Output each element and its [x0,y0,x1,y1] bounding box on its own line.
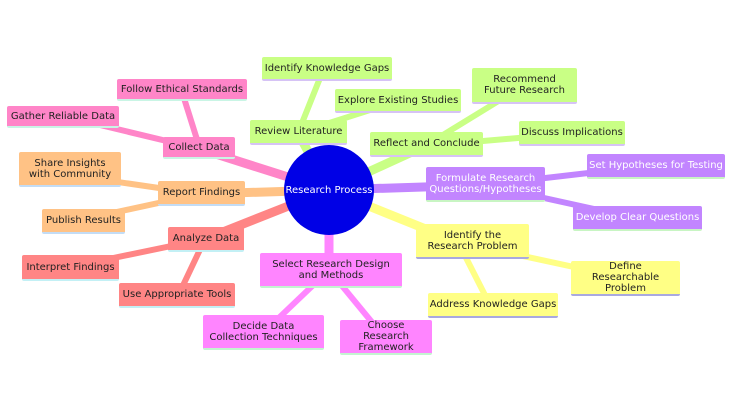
node-collect-data[interactable]: Collect Data [163,137,235,159]
node-identify-knowledge-gaps[interactable]: Identify Knowledge Gaps [262,57,392,81]
node-set-hypotheses[interactable]: Set Hypotheses for Testing [587,154,725,179]
node-choose-research-framework[interactable]: Choose Research Framework [340,320,432,355]
node-label: Share Insights with Community [28,157,112,180]
node-use-appropriate-tools[interactable]: Use Appropriate Tools [119,283,235,308]
node-label: Use Appropriate Tools [122,289,232,300]
node-label: Report Findings [162,187,241,198]
node-follow-ethical-standards[interactable]: Follow Ethical Standards [117,79,247,101]
node-label: Explore Existing Studies [337,94,459,106]
node-label: Interpret Findings [26,261,115,273]
node-formulate-research-questions[interactable]: Formulate Research Questions/Hypotheses [426,167,545,202]
node-address-knowledge-gaps[interactable]: Address Knowledge Gaps [428,293,558,318]
node-recommend-future-research[interactable]: Recommend Future Research [472,68,577,104]
node-gather-reliable-data[interactable]: Gather Reliable Data [7,106,119,128]
node-label: Gather Reliable Data [10,110,116,122]
root-node-research-process[interactable]: Research Process [284,145,374,235]
node-label: Review Literature [254,126,343,137]
node-analyze-data[interactable]: Analyze Data [168,227,244,252]
node-define-researchable-problem[interactable]: Define Researchable Problem [571,261,680,296]
node-label: Identify Knowledge Gaps [264,62,390,74]
node-label: Recommend Future Research [484,74,565,96]
node-label: Decide Data Collection Techniques [209,320,318,343]
node-develop-clear-questions[interactable]: Develop Clear Questions [573,206,702,231]
node-interpret-findings[interactable]: Interpret Findings [22,255,119,281]
node-discuss-implications[interactable]: Discuss Implications [519,121,625,146]
node-label: Follow Ethical Standards [120,83,244,95]
node-label: Collect Data [168,141,230,153]
node-label: Choose Research Framework [358,320,414,353]
node-reflect-and-conclude[interactable]: Reflect and Conclude [370,132,483,157]
node-label: Discuss Implications [521,127,623,138]
node-publish-results[interactable]: Publish Results [42,209,125,234]
node-explore-existing-studies[interactable]: Explore Existing Studies [335,89,461,113]
node-label: Select Research Design and Methods [272,258,390,281]
node-label: Develop Clear Questions [575,212,700,223]
root-label: Research Process [285,184,373,196]
node-decide-data-collection[interactable]: Decide Data Collection Techniques [203,315,324,350]
node-label: Analyze Data [172,233,240,244]
node-identify-research-problem[interactable]: Identify the Research Problem [416,224,529,259]
node-label: Set Hypotheses for Testing [589,160,723,171]
node-report-findings[interactable]: Report Findings [158,181,245,206]
node-share-insights[interactable]: Share Insights with Community [19,152,121,187]
node-review-literature[interactable]: Review Literature [250,120,347,145]
node-label: Define Researchable Problem [591,261,660,294]
node-label: Address Knowledge Gaps [429,299,557,310]
node-label: Publish Results [46,215,121,226]
node-select-research-design[interactable]: Select Research Design and Methods [260,253,402,288]
node-label: Identify the Research Problem [427,229,518,252]
node-label: Formulate Research Questions/Hypotheses [429,172,542,195]
node-label: Reflect and Conclude [373,138,480,149]
